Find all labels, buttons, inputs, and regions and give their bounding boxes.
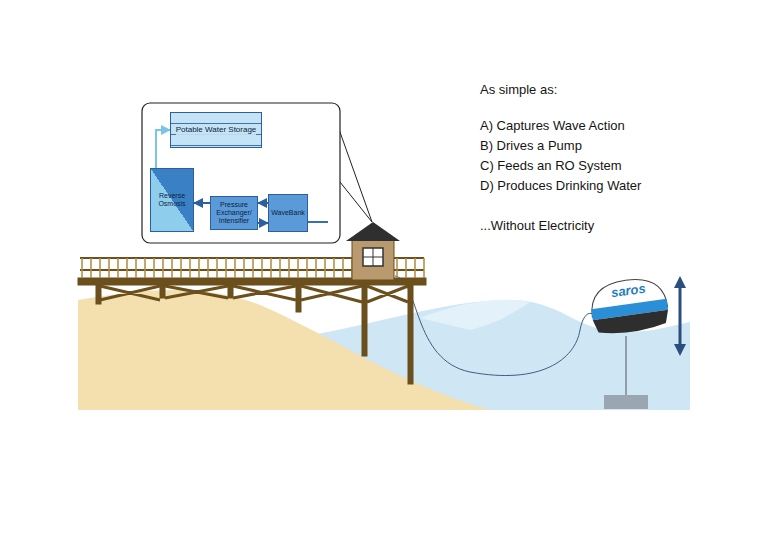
rail-post — [225, 258, 227, 278]
hose — [395, 276, 604, 376]
rail-post — [162, 258, 164, 278]
motion-arrow — [679, 282, 682, 350]
rail-post — [423, 258, 425, 278]
rail-post — [333, 258, 335, 278]
rail-post — [126, 258, 128, 278]
hut — [352, 238, 394, 280]
node-label: Reverse Osmosis — [153, 192, 191, 208]
flow-arrow — [194, 202, 210, 204]
flow-arrow — [156, 130, 170, 168]
rail-post — [81, 258, 83, 278]
rail-post — [297, 258, 299, 278]
anchor-block — [604, 395, 648, 409]
callout-box — [142, 103, 340, 243]
rail-post — [288, 258, 290, 278]
rail-post — [396, 258, 398, 278]
rail-post — [306, 258, 308, 278]
node-label: Potable Water Storage — [176, 125, 257, 134]
step-text: ...Without Electricity — [480, 218, 594, 233]
hut-roof — [346, 222, 400, 241]
pressure-exchanger: Pressure Exchanger/ Intensifier — [210, 196, 258, 230]
rail-post — [414, 258, 416, 278]
node-label: Pressure Exchanger/ Intensifier — [213, 201, 255, 225]
flow-arrow — [258, 222, 268, 224]
storage-tank: Potable Water Storage — [170, 112, 262, 148]
step-text: D) Produces Drinking Water — [480, 178, 641, 193]
rail-post — [180, 258, 182, 278]
rail-post — [135, 258, 137, 278]
rail-post — [144, 258, 146, 278]
rail-post — [243, 258, 245, 278]
hut-window — [363, 248, 383, 266]
sand — [78, 290, 490, 410]
step-text: As simple as: — [480, 82, 557, 97]
window-bars — [363, 248, 383, 266]
reverse-osmosis-unit: Reverse Osmosis — [150, 168, 194, 232]
rail-post — [234, 258, 236, 278]
rail-post — [252, 258, 254, 278]
step-text: C) Feeds an RO System — [480, 158, 622, 173]
step-text: B) Drives a Pump — [480, 138, 582, 153]
rail-post — [207, 258, 209, 278]
rail-post — [108, 258, 110, 278]
rail-post — [279, 258, 281, 278]
rail-post — [261, 258, 263, 278]
rail-post — [189, 258, 191, 278]
rail-post — [324, 258, 326, 278]
rail-post — [117, 258, 119, 278]
rail-post — [405, 258, 407, 278]
node-label: WaveBank — [271, 209, 305, 217]
tether — [626, 336, 627, 396]
buoy — [588, 275, 670, 337]
rail-post — [216, 258, 218, 278]
rail-post — [198, 258, 200, 278]
rail-post — [342, 258, 344, 278]
wave-crest — [420, 300, 530, 330]
rail-post — [153, 258, 155, 278]
rail-post — [90, 258, 92, 278]
rail-post — [99, 258, 101, 278]
rail-post — [270, 258, 272, 278]
rail-post — [315, 258, 317, 278]
rail-post — [171, 258, 173, 278]
wavebank: WaveBank — [268, 194, 308, 232]
flow-arrow — [258, 202, 268, 204]
step-text: A) Captures Wave Action — [480, 118, 625, 133]
